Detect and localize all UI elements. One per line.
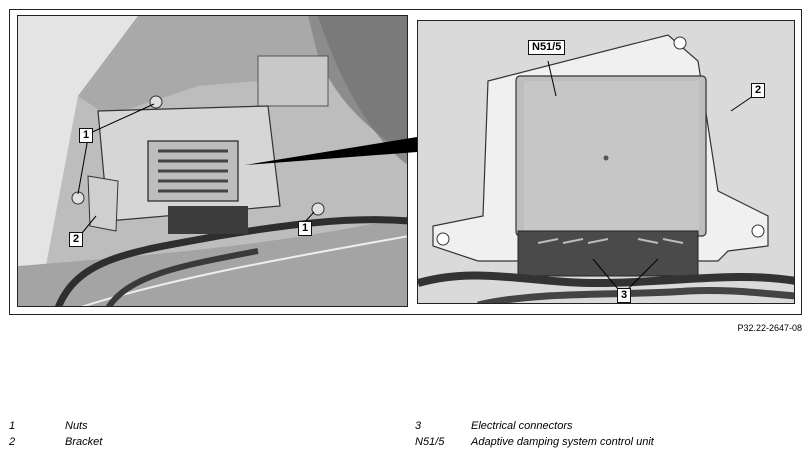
figure-reference: P32.22-2647-08: [737, 323, 802, 333]
control-unit-illustration: [418, 21, 794, 303]
callout-3-connectors: 3: [617, 288, 632, 303]
legend-text-n515: Adaptive damping system control unit: [471, 436, 654, 448]
legend-num-1: 1: [9, 420, 16, 432]
installation-view-panel: 1 2 1: [17, 15, 408, 307]
callout-n515-control-unit: N51/5: [528, 40, 566, 55]
legend-num-2: 2: [9, 436, 16, 448]
legend-num-3: 3: [415, 420, 422, 432]
legend-text-3: Electrical connectors: [471, 420, 573, 432]
legend-text-1: Nuts: [65, 420, 88, 432]
callout-2-bracket: 2: [69, 232, 84, 247]
legend-num-n515: N51/5: [415, 436, 445, 448]
control-unit-detail-panel: N51/5 2 3: [417, 20, 795, 304]
legend-text-2: Bracket: [65, 436, 103, 448]
callout-2-bracket-detail: 2: [751, 83, 766, 98]
callout-1-nut-right: 1: [298, 221, 313, 236]
installation-illustration: [18, 16, 407, 306]
callout-1-nuts: 1: [79, 128, 94, 143]
